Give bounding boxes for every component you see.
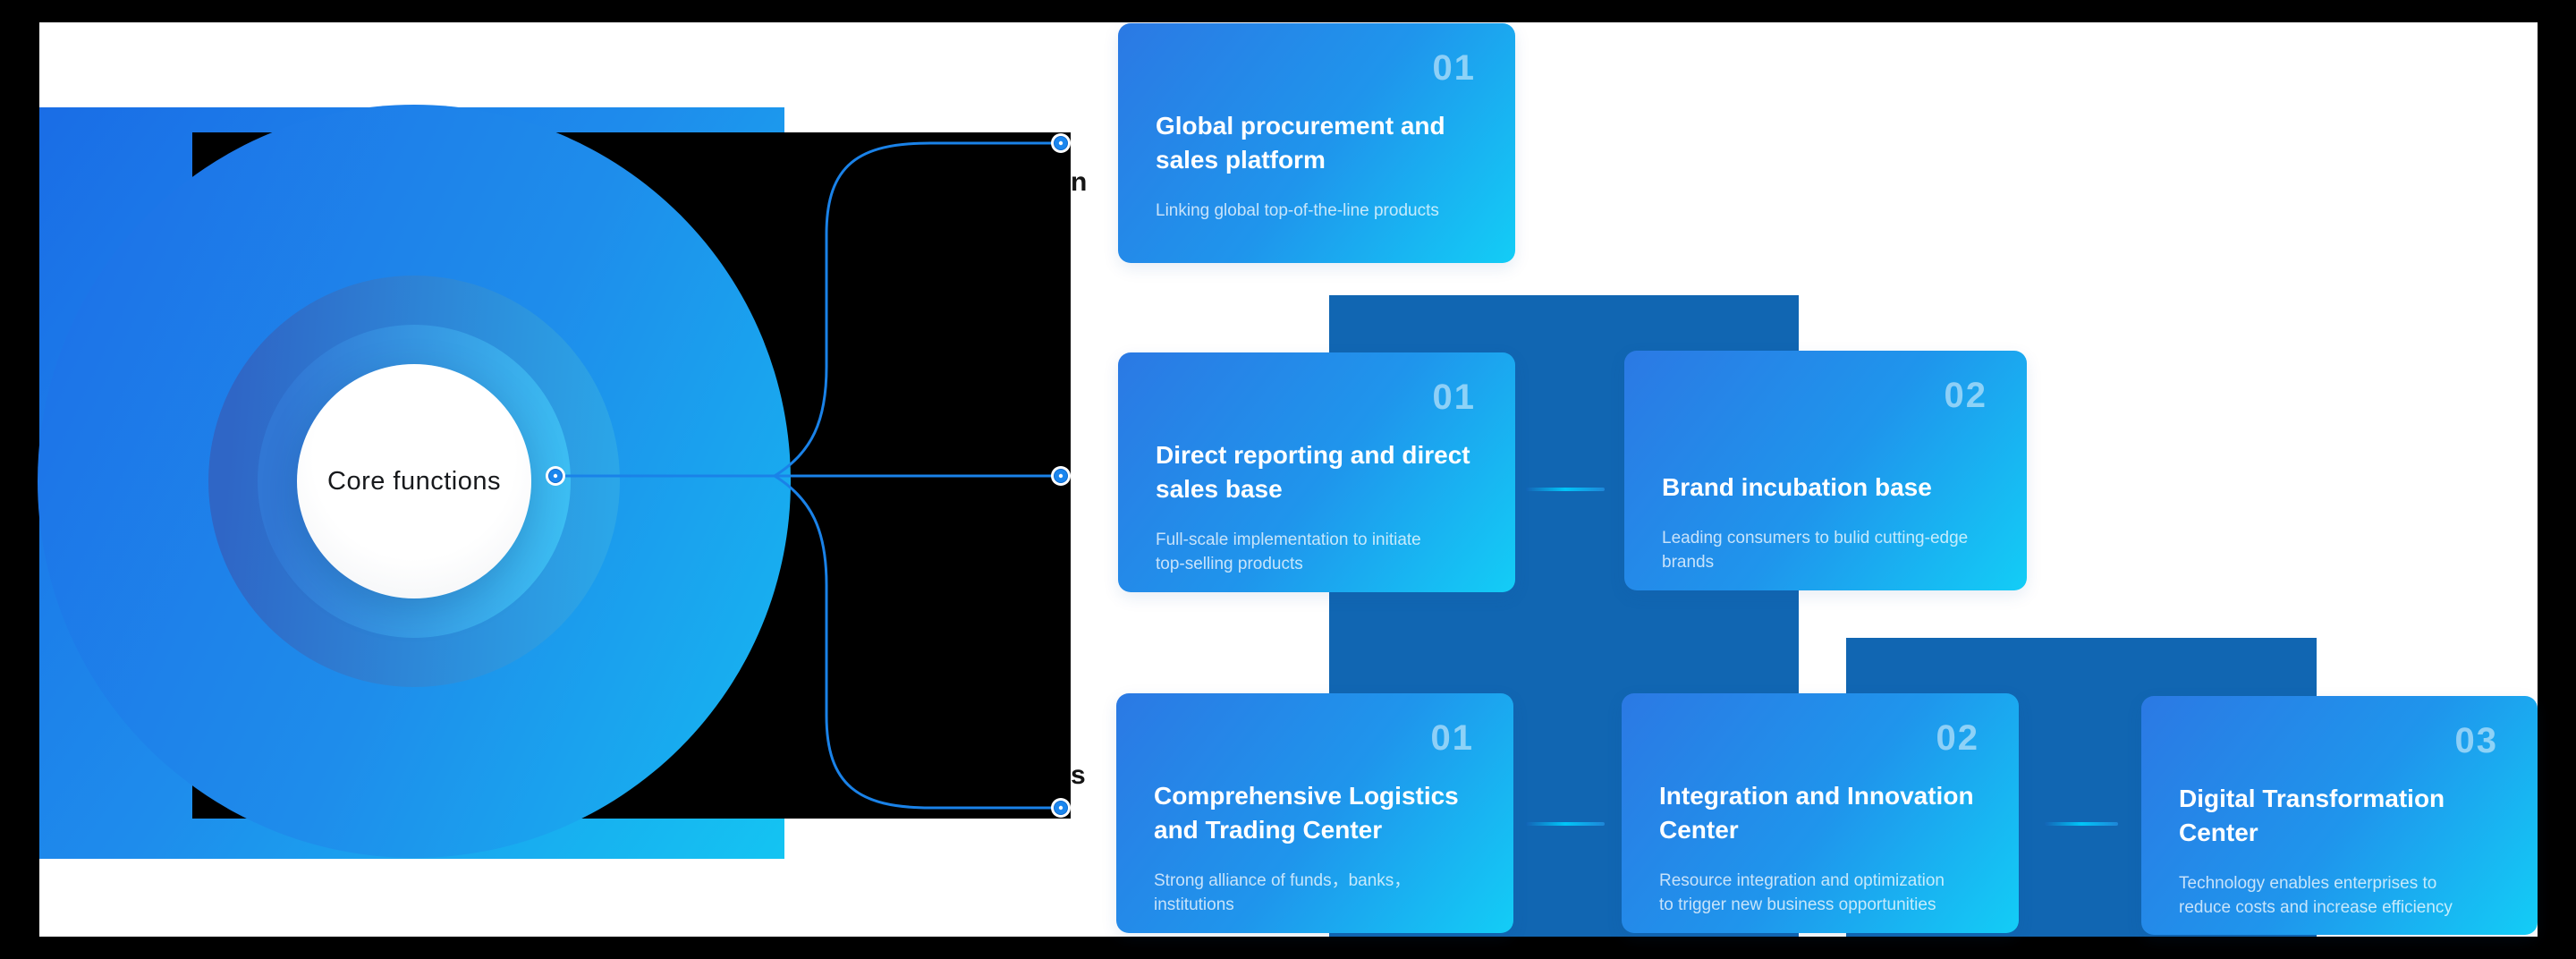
card-number: 01 bbox=[1432, 378, 1476, 417]
partial-label-bottom: s bbox=[1071, 760, 1086, 790]
card-subtitle: Strong alliance of funds，banks， institut… bbox=[1154, 871, 1411, 914]
card-subtitle: Linking global top-of-the-line products bbox=[1156, 201, 1439, 220]
card-title: Integration and Innovation Center bbox=[1659, 782, 1974, 844]
card-global-procurement: 01 Global procurement and sales platform… bbox=[1118, 23, 1515, 263]
card-direct-reporting: 01 Direct reporting and direct sales bas… bbox=[1118, 352, 1515, 592]
card-title: Global procurement and sales platform bbox=[1156, 112, 1445, 174]
card-subtitle: Full-scale implementation to initiate to… bbox=[1156, 530, 1421, 573]
card-number: 03 bbox=[2454, 721, 2498, 760]
card-number: 02 bbox=[1944, 376, 1987, 415]
card-number: 01 bbox=[1430, 718, 1474, 758]
card-integration-innovation: 02 Integration and Innovation Center Res… bbox=[1622, 693, 2019, 933]
card-link-line-bottom-right bbox=[2045, 822, 2118, 826]
card-subtitle: Resource integration and optimization to… bbox=[1659, 871, 1945, 914]
core-functions-label: Core functions bbox=[327, 466, 501, 496]
card-number: 02 bbox=[1936, 718, 1979, 758]
card-title: Digital Transformation Center bbox=[2179, 785, 2445, 846]
card-link-line-bottom-left bbox=[1526, 822, 1605, 826]
card-title: Comprehensive Logistics and Trading Cent… bbox=[1154, 782, 1459, 844]
core-functions-circle: Core functions bbox=[297, 364, 531, 598]
card-title: Brand incubation base bbox=[1662, 473, 1932, 501]
card-digital-transformation: 03 Digital Transformation Center Technol… bbox=[2141, 696, 2538, 935]
card-title: Direct reporting and direct sales base bbox=[1156, 441, 1470, 503]
card-link-line-middle bbox=[1526, 488, 1605, 491]
card-comprehensive-logistics: 01 Comprehensive Logistics and Trading C… bbox=[1116, 693, 1513, 933]
card-subtitle: Leading consumers to bulid cutting-edge … bbox=[1662, 529, 1969, 572]
partial-label-top: n bbox=[1071, 167, 1088, 197]
card-brand-incubation: 02 Brand incubation base Leading consume… bbox=[1624, 351, 2027, 590]
card-subtitle: Technology enables enterprises to reduce… bbox=[2179, 874, 2453, 917]
card-number: 01 bbox=[1432, 48, 1476, 88]
